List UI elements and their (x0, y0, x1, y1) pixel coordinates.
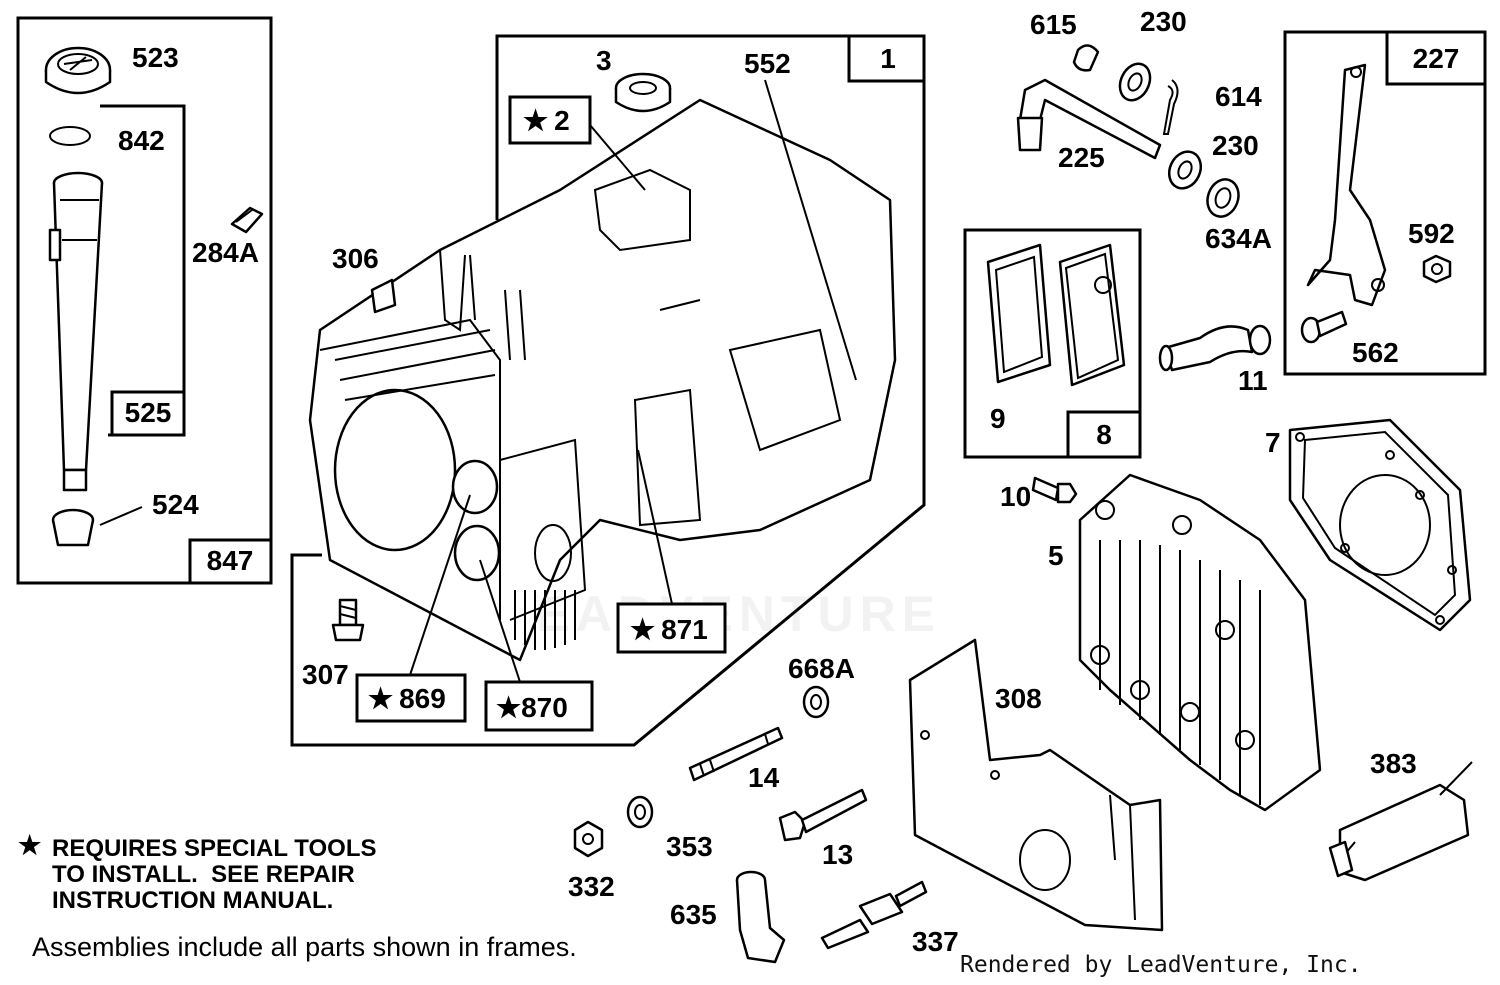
label-307: 307 (302, 659, 349, 690)
label-592: 592 (1408, 218, 1455, 249)
credit-text: Rendered by LeadVenture, Inc. (960, 952, 1362, 978)
frame-8: 8 (963, 228, 1142, 459)
label-871-number: 871 (661, 614, 708, 645)
label-1: 1 (880, 43, 896, 74)
label-614: 614 (1215, 81, 1262, 112)
seal-668a-part (802, 685, 830, 719)
cylinder-block-part (308, 98, 897, 662)
frame-847: 847 (16, 16, 273, 585)
label-615: 615 (1030, 9, 1077, 40)
seal-634a-part (1206, 178, 1240, 218)
special-tools-star-icon: ★ (18, 830, 42, 860)
dipstick-tube-part (48, 171, 104, 492)
frame-227: 227 (1283, 30, 1487, 376)
o-ring-part (49, 126, 91, 146)
label-284a: 284A (192, 237, 259, 268)
spark-plug-part (820, 880, 928, 950)
label-847: 847 (207, 545, 254, 576)
nut-592-part (1422, 254, 1452, 284)
label-383: 383 (1370, 748, 1417, 779)
label-353: 353 (666, 831, 713, 862)
label-308: 308 (995, 683, 1042, 714)
label-2-number: 2 (554, 105, 570, 136)
tube-seal-part (51, 508, 95, 547)
label-668a: 668A (788, 653, 855, 684)
label-10: 10 (1000, 481, 1031, 512)
breather-cover-part (1058, 243, 1126, 387)
label-11: 11 (1238, 365, 1268, 396)
label-306: 306 (332, 243, 379, 274)
stud-13-part (778, 788, 868, 842)
spark-plug-boot-part (735, 870, 786, 964)
breather-tube-part (1158, 324, 1272, 372)
label-225: 225 (1058, 142, 1105, 173)
label-634a: 634A (1205, 223, 1272, 254)
label-3: 3 (596, 45, 612, 76)
breather-gasket-part (986, 243, 1052, 384)
governor-shaft-part (1016, 78, 1162, 160)
hairpin-614-part (1162, 79, 1179, 135)
label-869-number: 869 (399, 683, 446, 714)
label-562: 562 (1352, 337, 1399, 368)
clip-615-part (1072, 44, 1100, 72)
label-5: 5 (1048, 540, 1064, 571)
label-2: ★2 (523, 105, 570, 136)
label-337: 337 (912, 926, 959, 957)
frame-525: 525 (100, 104, 186, 437)
label-230-bottom: 230 (1212, 130, 1259, 161)
label-870-number: 870 (521, 692, 568, 723)
bolt-562-part (1300, 310, 1348, 344)
screw-307-part (331, 598, 365, 642)
dipstick-cap-part (44, 46, 112, 95)
label-524: 524 (152, 489, 199, 520)
label-842: 842 (118, 125, 165, 156)
bolt-10-part (1031, 476, 1078, 504)
cylinder-shield-part (908, 638, 1164, 932)
tag-306-part (370, 278, 397, 314)
oil-seal-part (614, 72, 672, 113)
label-869: ★869 (368, 683, 446, 714)
label-635: 635 (670, 899, 717, 930)
star-2-icon: ★ (523, 105, 548, 136)
cylinder-head-part (1078, 473, 1322, 812)
head-gasket-part (1288, 418, 1472, 632)
label-13: 13 (822, 839, 853, 870)
label-870: ★870 (496, 692, 568, 723)
special-tools-note: REQUIRES SPECIAL TOOLS TO INSTALL. SEE R… (52, 835, 377, 914)
label-8: 8 (1096, 419, 1112, 450)
label-552: 552 (744, 48, 791, 79)
label-14: 14 (748, 762, 780, 793)
nut-332-part (573, 820, 604, 858)
label-523: 523 (132, 42, 179, 73)
star-869-icon: ★ (368, 683, 393, 714)
frame-1: 1 (290, 34, 926, 747)
label-9: 9 (990, 403, 1006, 434)
lockwasher-353-part (626, 795, 654, 829)
star-870-icon: ★ (496, 692, 521, 723)
washer-230-bottom-part (1167, 150, 1203, 190)
label-227: 227 (1413, 43, 1460, 74)
label-7: 7 (1265, 427, 1281, 458)
screw-284a-part (230, 206, 264, 234)
tool-383-part (1328, 761, 1473, 882)
label-332: 332 (568, 871, 615, 902)
label-871: ★871 (630, 614, 708, 645)
assemblies-note: Assemblies include all parts shown in fr… (32, 932, 577, 962)
washer-230-top-part (1118, 62, 1152, 102)
governor-lever-part (1306, 63, 1387, 307)
stud-14-part (688, 726, 784, 782)
star-871-icon: ★ (630, 614, 655, 645)
label-525: 525 (125, 397, 172, 428)
label-230-top: 230 (1140, 6, 1187, 37)
